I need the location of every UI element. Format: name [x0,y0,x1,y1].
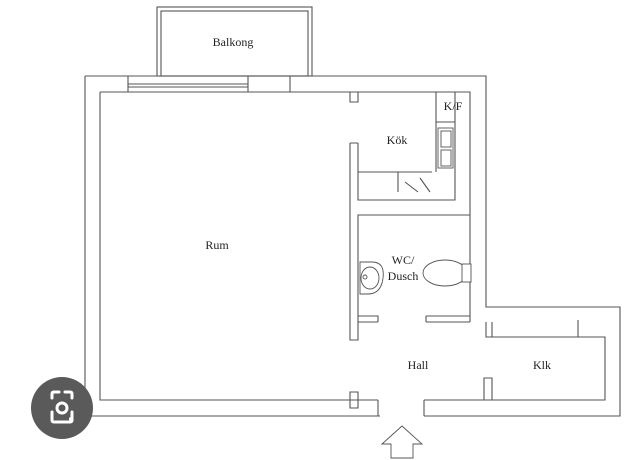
kitchen-label: Kök [387,133,408,147]
top-wall-openings [127,76,291,92]
outer-wall-outline [85,75,621,417]
hall-label: Hall [408,358,429,372]
closet-label: Klk [533,358,551,372]
lens-camera-frame [50,390,74,424]
bathroom-label-line-2: Dusch [388,269,419,283]
washbasin-bowl [360,266,380,290]
sink-basin-top [440,130,452,148]
bathroom [358,259,472,323]
lens-center-dot [55,401,69,415]
toilet-tank [461,263,472,283]
washbasin-drain [362,274,368,280]
kitchen-stove-line-2 [419,177,431,193]
balcony-label: Balkong [213,35,254,49]
sink-basin-bottom [440,149,452,167]
entrance-arrow-icon [380,425,424,459]
fridge-freezer-label: K/F [444,99,463,113]
outer-walls [84,75,621,417]
closet-left-wall-top [485,322,493,338]
lens-corner-dot [69,417,73,421]
google-lens-button[interactable] [31,377,93,439]
google-lens-icon [31,377,93,439]
living-room-label: Rum [205,238,229,252]
lens-button-background [31,377,93,439]
kitchen-partition [349,92,470,341]
bathroom-bottom-wall-inner [358,315,470,322]
closet-left-wall-bottom [483,377,493,401]
hall-closet-walls [349,320,579,416]
outer-wall-inner [99,91,606,401]
left-hall-stub [349,391,359,409]
kitchen-walls [349,92,470,341]
toilet-icon [422,259,468,287]
kitchen-stove-line [404,181,419,193]
bathroom-label-line-1: WC/ [392,253,415,267]
